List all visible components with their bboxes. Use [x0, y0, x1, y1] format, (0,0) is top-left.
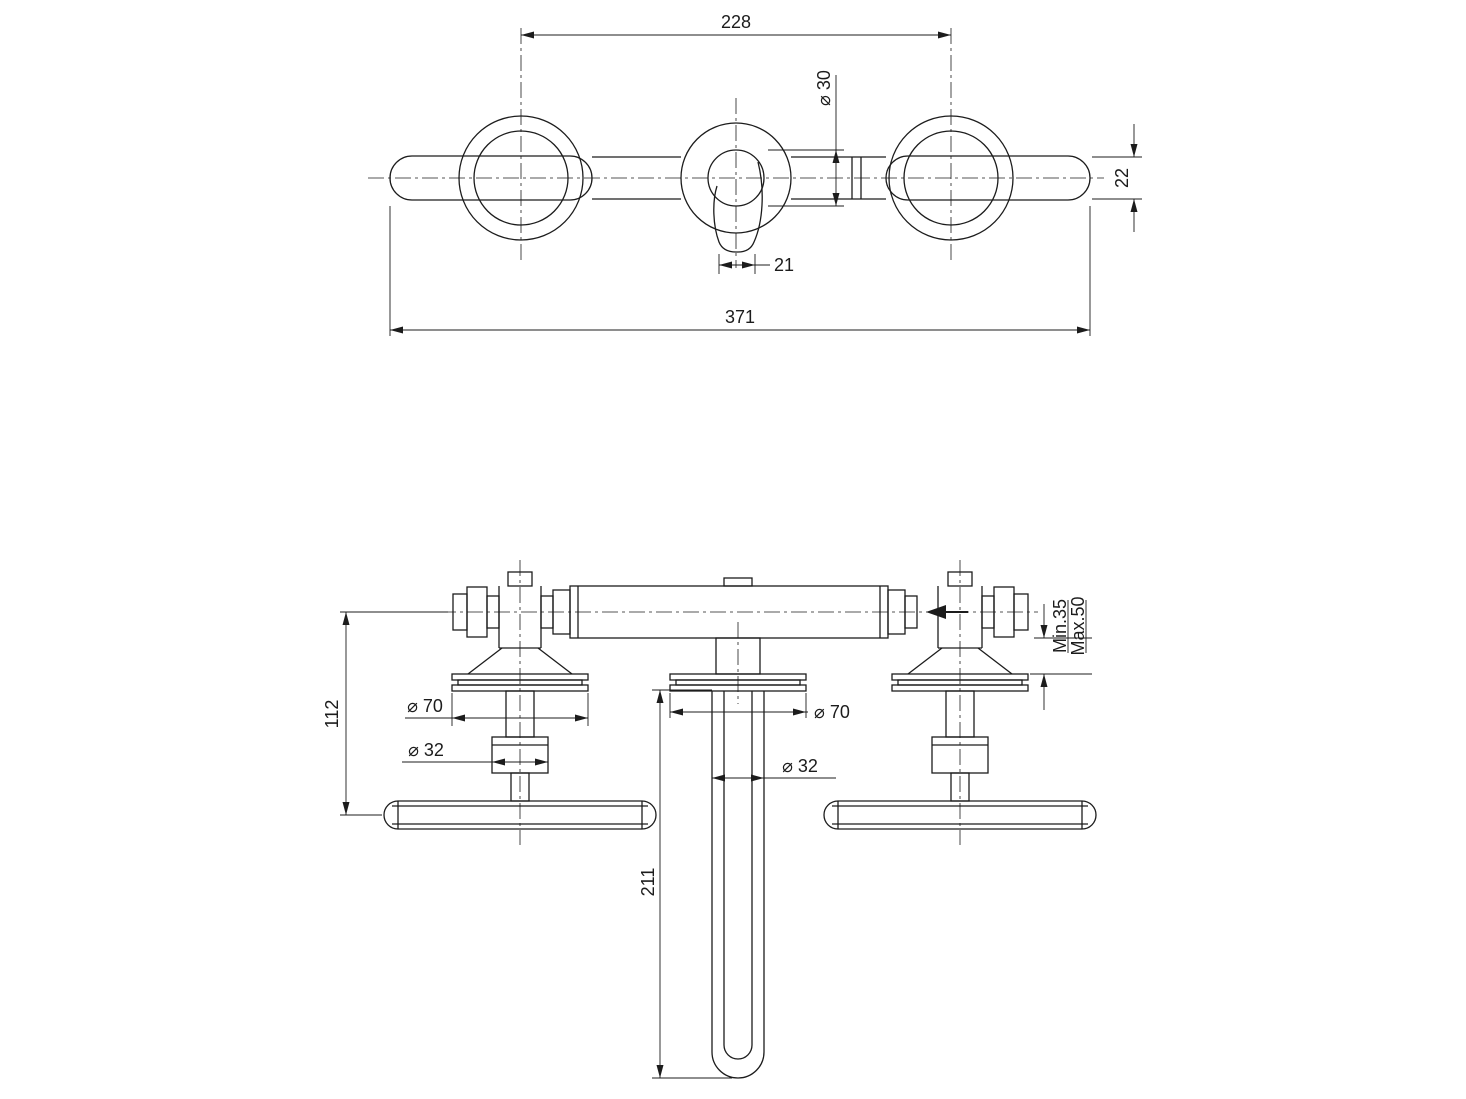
dim-trim-diameter: ⌀ 30 [768, 70, 844, 207]
dim-left-flange-diameter: ⌀ 70 [405, 693, 589, 726]
label-depth-min: Min.35 [1050, 599, 1070, 653]
spout-assembly [669, 637, 807, 1079]
side-centerlines [440, 560, 1038, 845]
label-between-centers: 228 [721, 12, 751, 32]
left-valve-cap [507, 571, 533, 587]
label-handle-offset: 112 [322, 700, 342, 729]
right-handle-side [823, 800, 1097, 830]
right-lever-handle [885, 155, 1091, 201]
mid-escutcheon-inner [707, 149, 765, 207]
left-escutcheon-outer [458, 115, 584, 241]
right-escutcheon-inner [903, 130, 999, 226]
right-valve-assembly [823, 571, 1097, 830]
right-escutcheon-outer [888, 115, 1014, 241]
side-view: 112 ⌀ 70 ⌀ 32 ⌀ 70 [322, 560, 1097, 1079]
spout-front [713, 161, 763, 253]
label-mid-flange-diameter: ⌀ 70 [814, 702, 850, 722]
spout-tip [711, 1051, 765, 1079]
flow-direction-arrow [926, 605, 968, 619]
dim-left-valve-diameter: ⌀ 32 [402, 740, 548, 766]
dim-between-centers: 228 [521, 12, 951, 39]
right-valve-cap [947, 571, 973, 587]
dim-spout-width: 21 [718, 254, 794, 275]
label-left-valve-diameter: ⌀ 32 [408, 740, 444, 760]
label-body-height: 22 [1112, 168, 1132, 188]
dim-handle-offset: 112 [322, 611, 448, 816]
label-spout-width: 21 [774, 255, 794, 275]
front-view: 228 ⌀ 30 22 21 [368, 12, 1142, 336]
valve-body-joints [577, 586, 881, 638]
body-bar [592, 156, 886, 200]
left-lever-handle [389, 155, 593, 201]
mid-escutcheon-outer [680, 122, 792, 234]
dim-spout-drop: 211 [638, 689, 732, 1079]
label-spout-drop: 211 [638, 868, 658, 897]
dim-mid-flange-diameter: ⌀ 70 [669, 693, 850, 722]
dim-mount-depth-range: Min.35 Max.50 [1030, 596, 1092, 710]
label-depth-max: Max.50 [1068, 596, 1088, 655]
left-handle-side [383, 800, 657, 830]
body-top-boss [723, 577, 753, 587]
left-escutcheon-inner [473, 130, 569, 226]
dim-body-height: 22 [1092, 124, 1142, 232]
dim-spout-tube-diameter: ⌀ 32 [712, 756, 836, 782]
left-valve-assembly [383, 571, 657, 830]
label-left-flange-diameter: ⌀ 70 [407, 696, 443, 716]
label-overall-width: 371 [725, 307, 755, 327]
label-trim-diameter: ⌀ 30 [814, 70, 834, 106]
dim-overall-width: 371 [389, 206, 1091, 336]
front-centerlines [368, 28, 1104, 268]
label-spout-tube-diameter: ⌀ 32 [782, 756, 818, 776]
